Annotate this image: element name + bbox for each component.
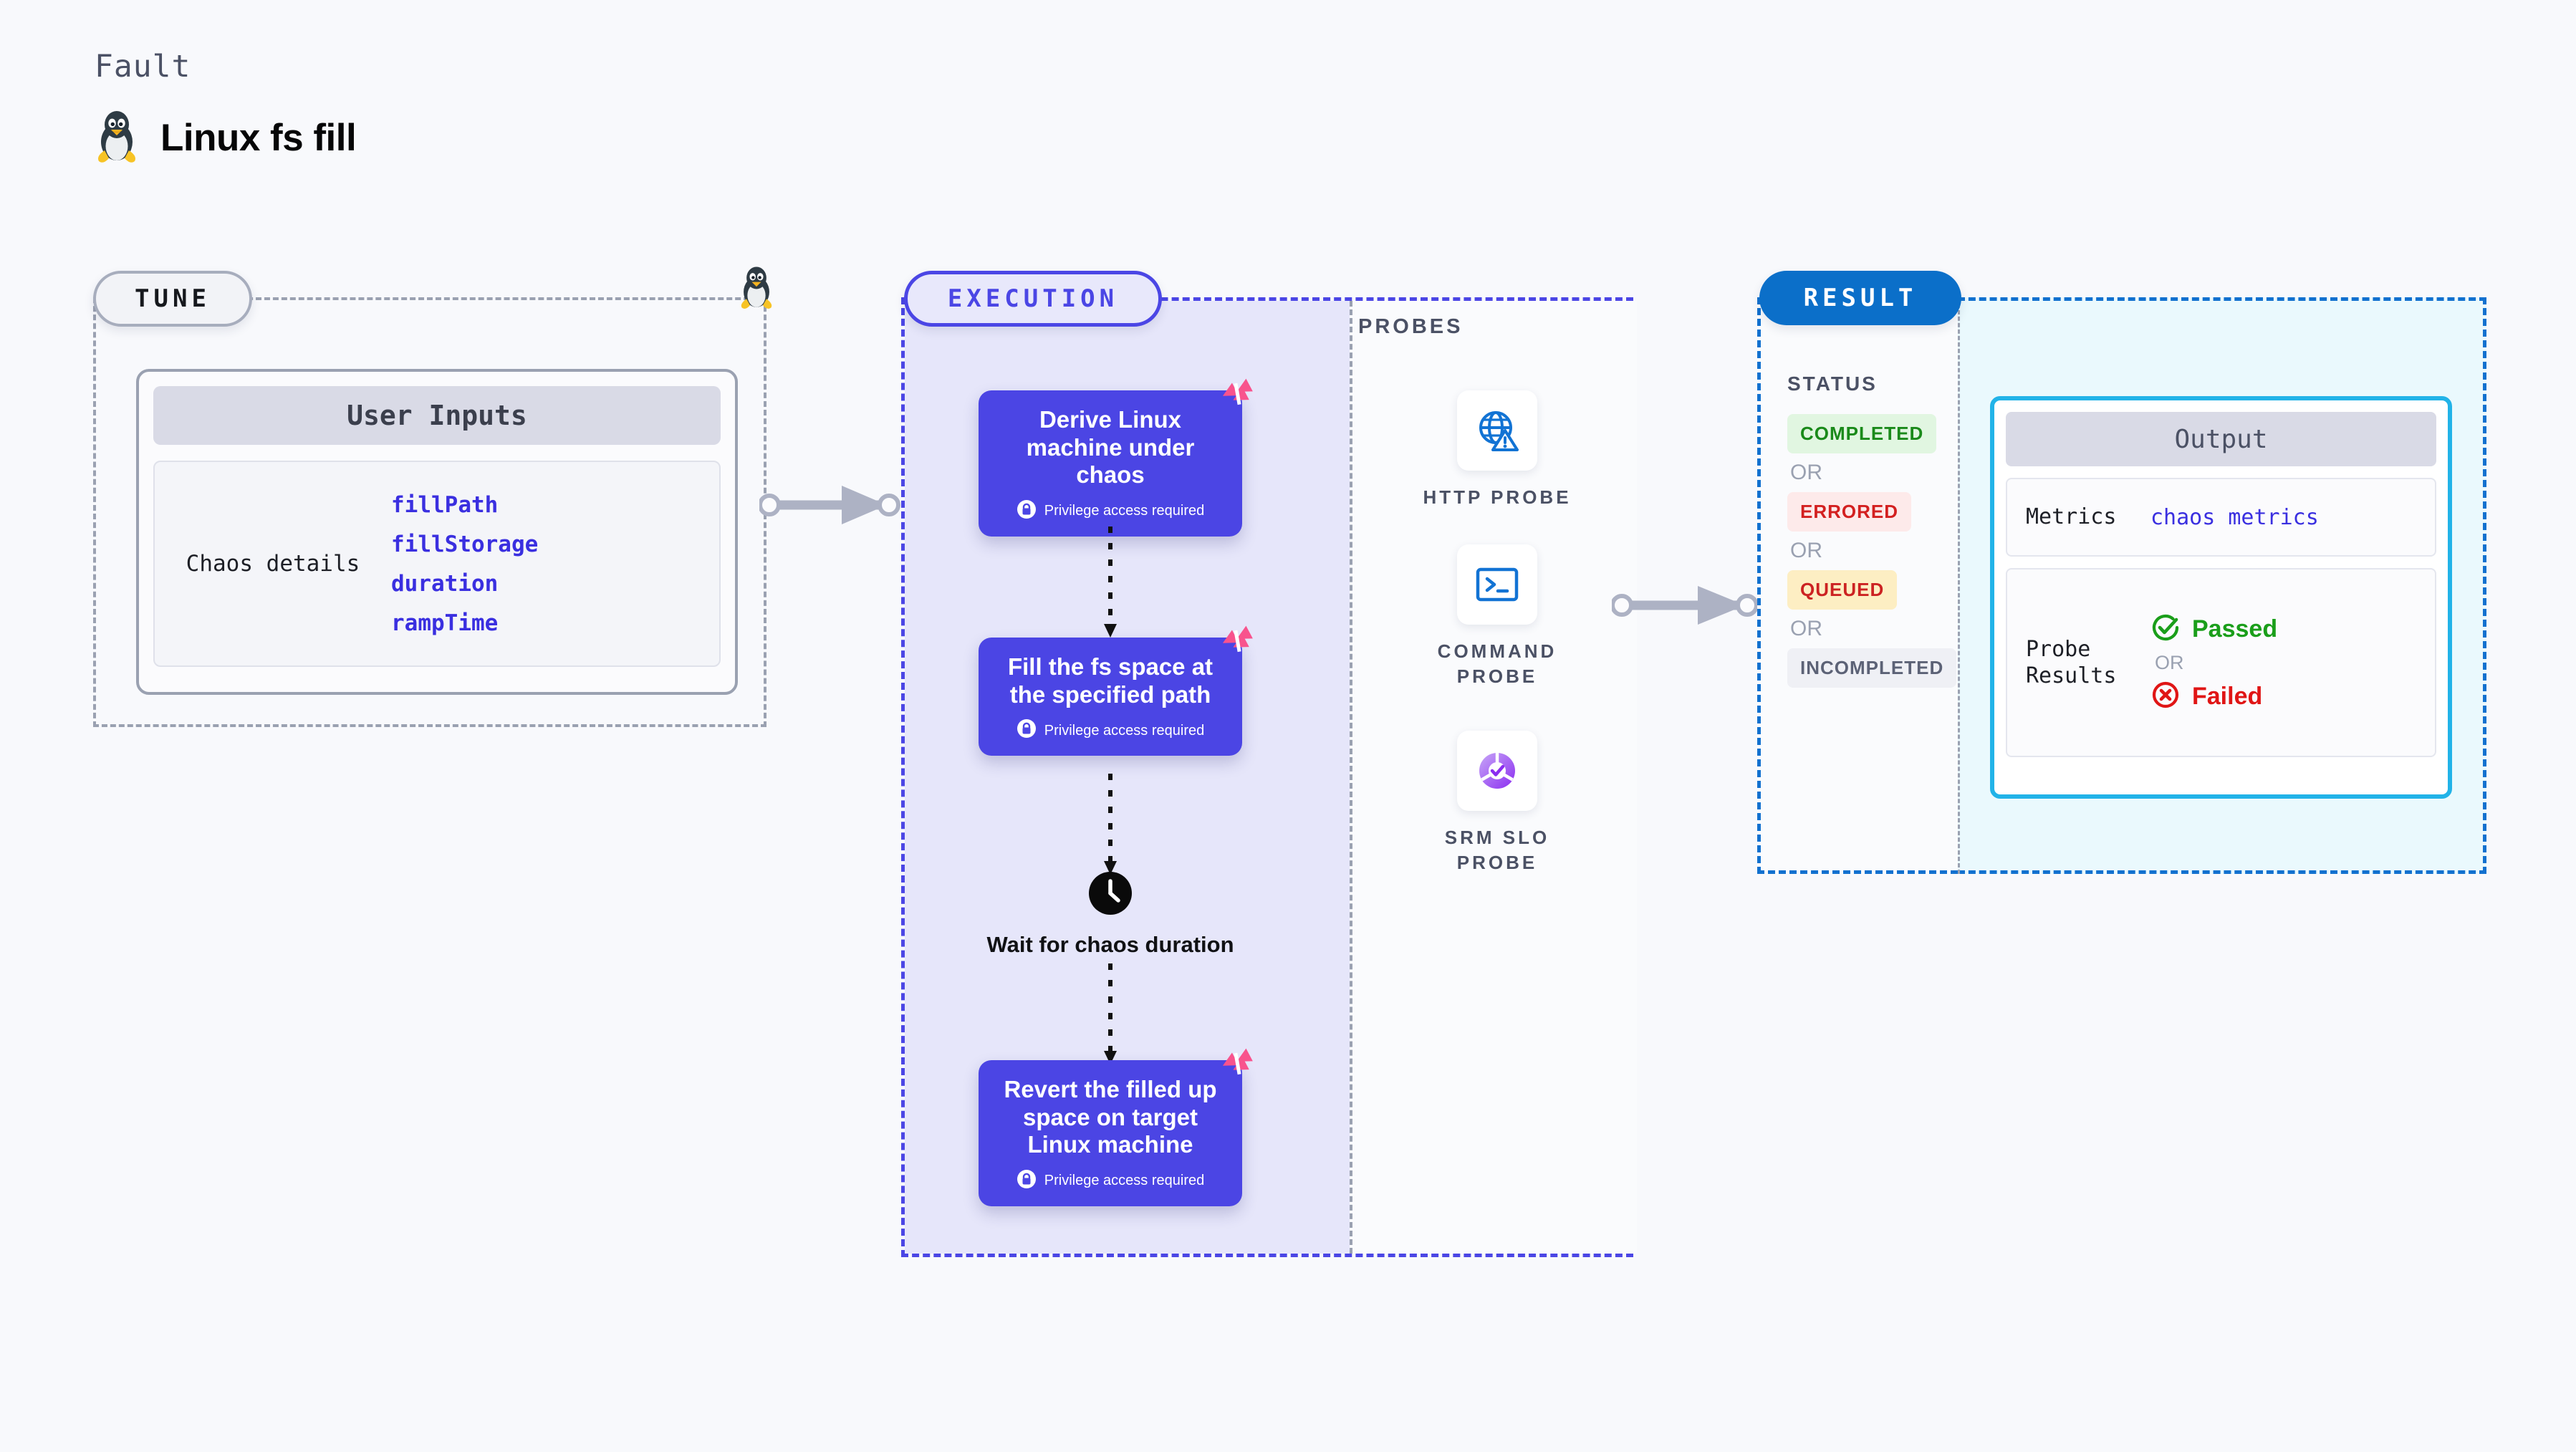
status-title: STATUS <box>1787 372 1878 395</box>
privilege-note-text: Privilege access required <box>1044 722 1205 739</box>
execution-node-title: Fill the fs space at the specified path <box>1007 653 1213 708</box>
output-card: Output Metrics chaos metrics Probe Resul… <box>1990 396 2452 799</box>
check-circle-icon <box>2150 612 2181 646</box>
probes-title: PROBES <box>1358 315 1464 338</box>
probe-results-or: OR <box>2155 651 2184 673</box>
failed-label: Failed <box>2192 682 2263 710</box>
chaos-param-fillstorage[interactable]: fillStorage <box>391 531 539 557</box>
execution-node-title: Derive Linux machine under chaos <box>1026 406 1195 489</box>
arrow-derive-to-fill <box>1104 527 1117 638</box>
wait-node-label: Wait for chaos duration <box>986 932 1234 957</box>
probe-srm-slo[interactable]: SRM SLO PROBE <box>1404 731 1590 875</box>
result-column-divider <box>1958 297 1960 874</box>
execution-node-wait[interactable]: Wait for chaos duration <box>979 870 1242 958</box>
privilege-note: Privilege access required <box>997 1169 1224 1193</box>
privilege-note-text: Privilege access required <box>1044 503 1205 519</box>
status-badge-queued: QUEUED <box>1787 570 1898 610</box>
passed-label: Passed <box>2192 615 2278 643</box>
tune-tux-penguin-icon <box>736 265 777 313</box>
harness-logo-icon <box>1216 373 1258 418</box>
clock-icon <box>1087 872 1133 919</box>
slo-gauge-check-icon <box>1457 731 1537 811</box>
privilege-note: Privilege access required <box>997 718 1224 743</box>
execution-node-derive[interactable]: Derive Linux machine under chaos Privile… <box>979 378 1253 537</box>
lock-icon <box>1017 1169 1037 1193</box>
arrow-fill-to-wait <box>1104 774 1117 875</box>
page-title: Linux fs fill <box>160 117 357 159</box>
execution-stage-pill[interactable]: EXECUTION <box>904 271 1162 327</box>
lock-icon <box>1017 499 1037 524</box>
probe-result-passed: Passed <box>2150 612 2277 646</box>
probe-command-label: COMMAND PROBE <box>1437 640 1557 688</box>
status-or: OR <box>1790 539 1822 562</box>
status-badge-completed: COMPLETED <box>1787 414 1937 453</box>
chaos-param-fillpath[interactable]: fillPath <box>391 491 499 518</box>
metrics-key: Metrics <box>2026 504 2117 530</box>
execution-node-revert[interactable]: Revert the filled up space on target Lin… <box>979 1048 1253 1206</box>
output-card-header: Output <box>2006 412 2436 466</box>
status-or: OR <box>1790 461 1822 484</box>
x-circle-icon <box>2150 680 2181 713</box>
harness-logo-icon <box>1216 620 1258 665</box>
probe-result-failed: Failed <box>2150 680 2277 713</box>
probe-results-key: Probe Results <box>2026 636 2117 689</box>
execution-node-title: Revert the filled up space on target Lin… <box>1004 1076 1217 1158</box>
probe-results-values: Passed OR Failed <box>2150 612 2277 713</box>
tune-stage-pill[interactable]: TUNE <box>93 271 252 327</box>
status-badge-errored: ERRORED <box>1787 492 1912 532</box>
lock-icon <box>1017 718 1037 743</box>
probe-srm-slo-label: SRM SLO PROBE <box>1444 827 1550 874</box>
chaos-params-list: fillPath fillStorage duration rampTime <box>391 492 538 636</box>
probe-http[interactable]: HTTP PROBE <box>1404 390 1590 510</box>
privilege-note: Privilege access required <box>997 499 1224 524</box>
probe-command[interactable]: COMMAND PROBE <box>1404 544 1590 689</box>
metrics-value[interactable]: chaos metrics <box>2150 504 2319 530</box>
chaos-details-box: Chaos details fillPath fillStorage durat… <box>153 461 721 667</box>
page-title-row: Linux fs fill <box>93 109 357 167</box>
arrow-wait-to-revert <box>1104 963 1117 1064</box>
chaos-param-duration[interactable]: duration <box>391 570 499 597</box>
output-metrics-row: Metrics chaos metrics <box>2006 478 2436 557</box>
user-inputs-header: User Inputs <box>153 386 721 445</box>
terminal-icon <box>1457 544 1537 625</box>
probe-http-label: HTTP PROBE <box>1423 486 1572 508</box>
privilege-note-text: Privilege access required <box>1044 1173 1205 1189</box>
harness-logo-icon <box>1216 1043 1258 1088</box>
chaos-details-label: Chaos details <box>186 551 360 577</box>
globe-warning-icon <box>1457 390 1537 471</box>
chaos-param-ramptime[interactable]: rampTime <box>391 610 499 636</box>
page-kicker: Fault <box>95 49 191 85</box>
user-inputs-card: User Inputs Chaos details fillPath fillS… <box>136 369 738 695</box>
output-probe-results-row: Probe Results Passed OR <box>2006 568 2436 757</box>
result-stage-pill[interactable]: RESULT <box>1759 271 1961 325</box>
status-badge-incompleted: INCOMPLETED <box>1787 648 1957 688</box>
status-list: COMPLETED OR ERRORED OR QUEUED OR INCOMP… <box>1787 414 1957 688</box>
status-or: OR <box>1790 617 1822 640</box>
connector-execution-to-result <box>1612 586 1759 625</box>
execution-node-fill[interactable]: Fill the fs space at the specified path … <box>979 625 1253 756</box>
tux-penguin-icon <box>93 109 140 167</box>
connector-tune-to-execution <box>759 486 900 524</box>
